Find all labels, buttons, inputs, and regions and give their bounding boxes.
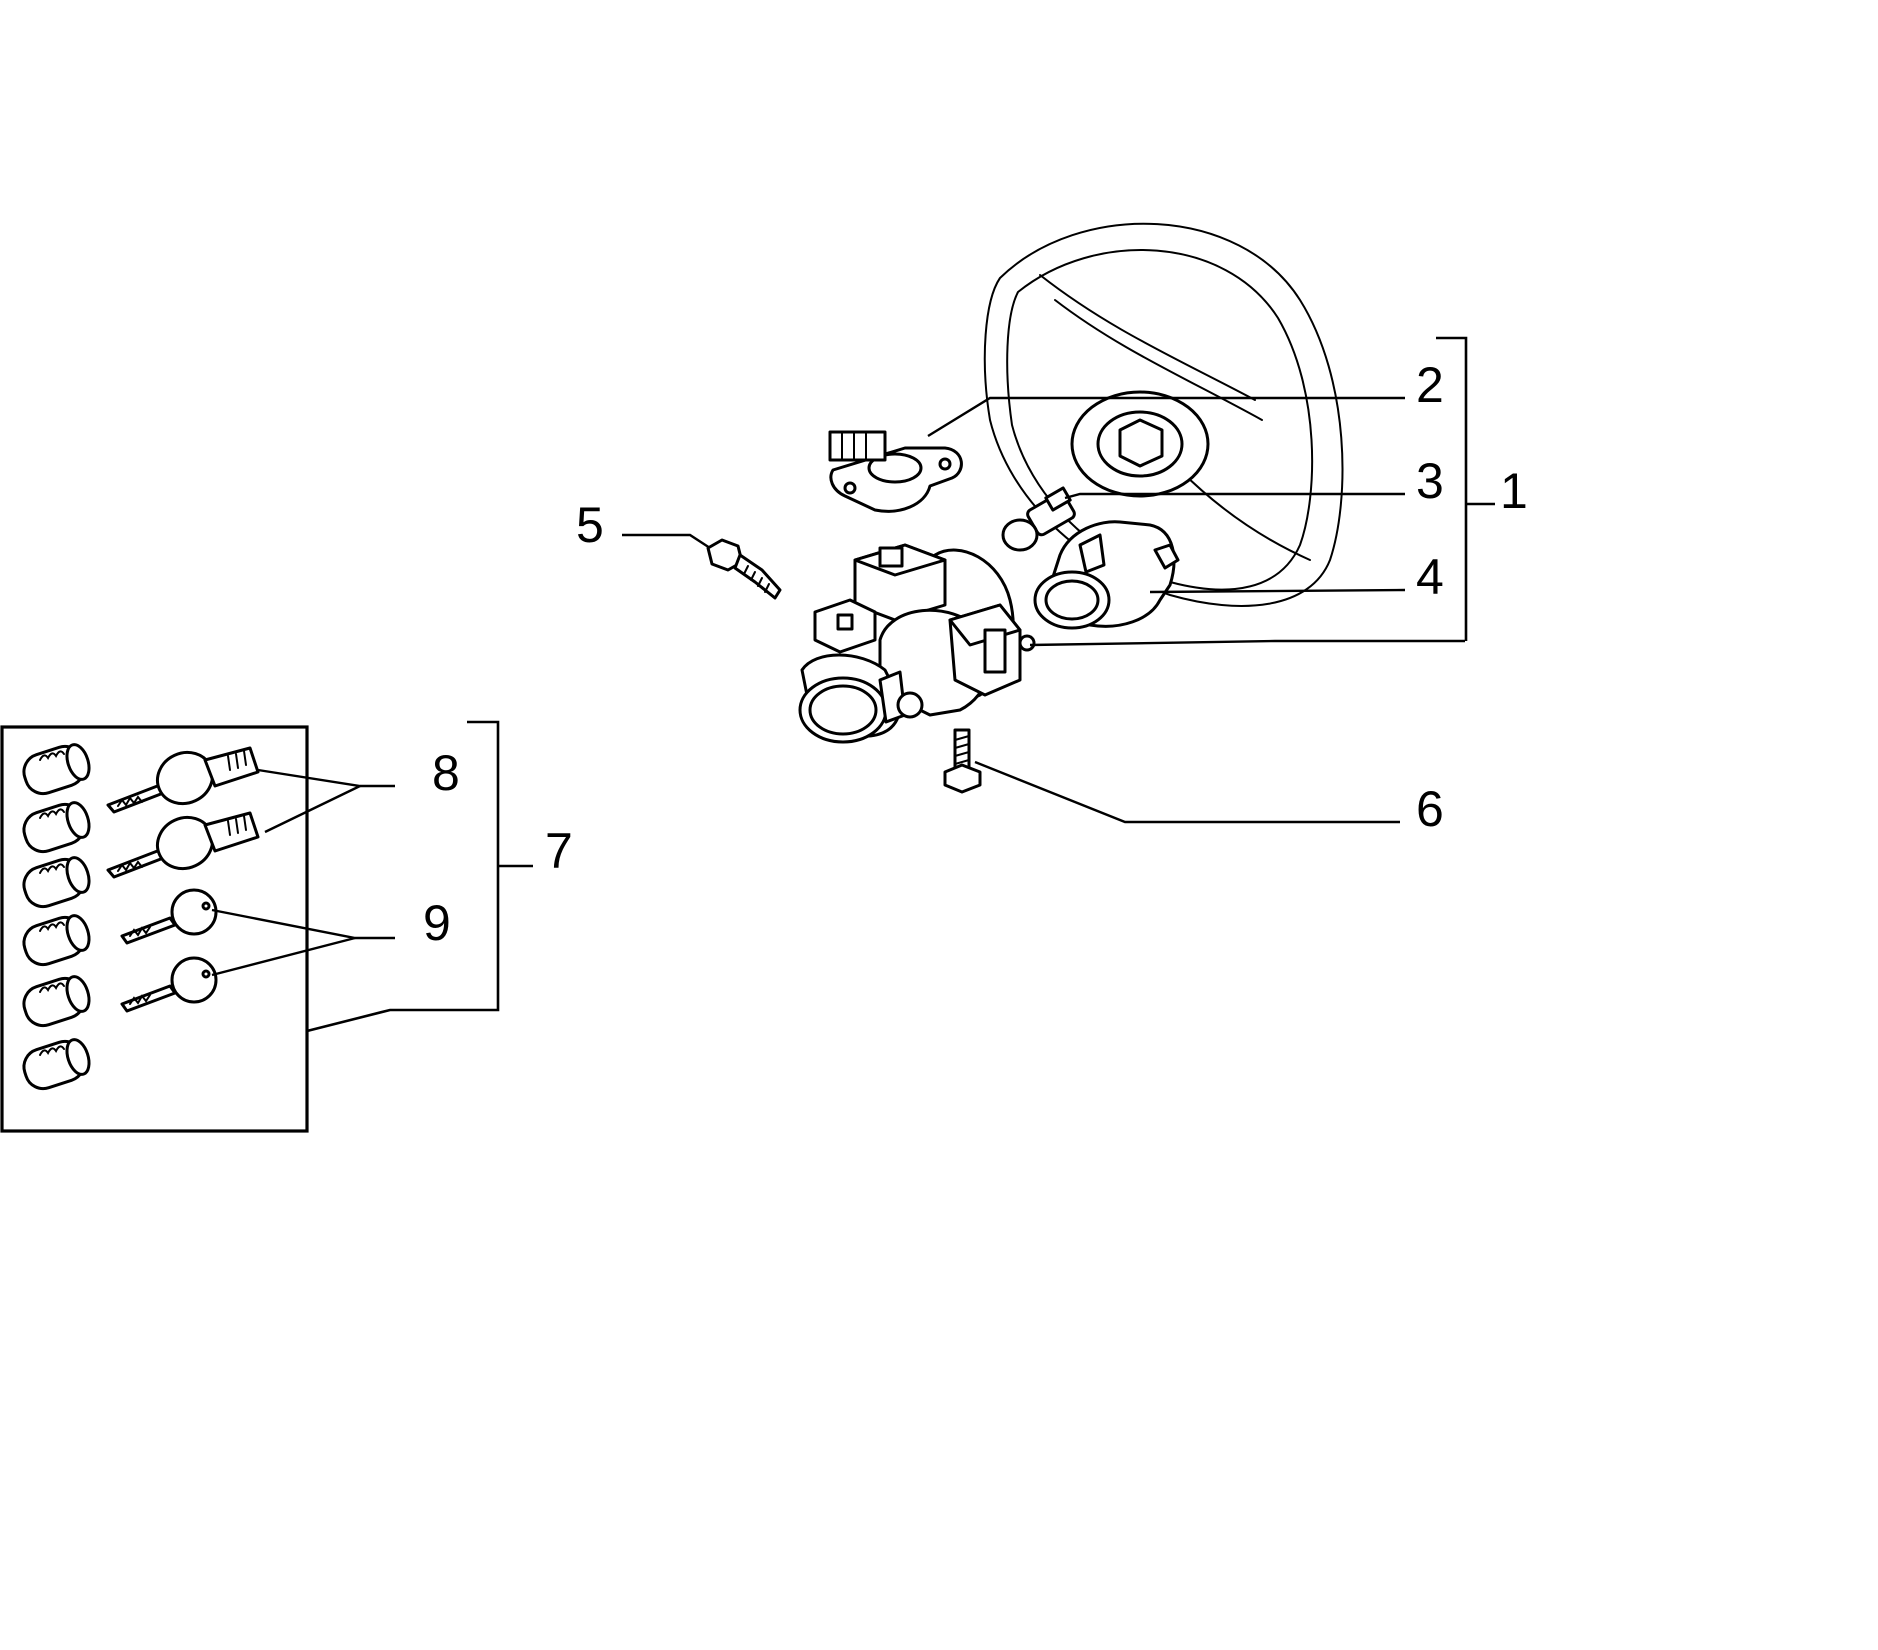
leader-lines-right [622, 336, 1495, 824]
callout-5: 5 [576, 497, 604, 553]
part-4-lock-barrel [1033, 520, 1180, 630]
callout-6: 6 [1416, 781, 1444, 837]
part-3-bulb [1001, 486, 1076, 552]
callout-1: 1 [1500, 463, 1528, 519]
callout-3: 3 [1416, 453, 1444, 509]
master-keys-with-transponder [106, 746, 260, 879]
callout-4: 4 [1416, 549, 1444, 605]
lock-cylinders [22, 743, 91, 1091]
part-6-bolt [943, 728, 982, 794]
callout-8: 8 [432, 745, 460, 801]
steering-wheel [983, 222, 1344, 607]
callout-9: 9 [423, 895, 451, 951]
callout-7: 7 [545, 823, 573, 879]
key-set-box [0, 720, 533, 1133]
part-5-shear-bolt [706, 538, 782, 600]
part-2-switch-plate [828, 430, 963, 513]
ignition-switch-body [798, 543, 1036, 744]
callout-labels: 2 3 4 1 5 6 7 8 9 [423, 357, 1528, 951]
callout-2: 2 [1416, 357, 1444, 413]
